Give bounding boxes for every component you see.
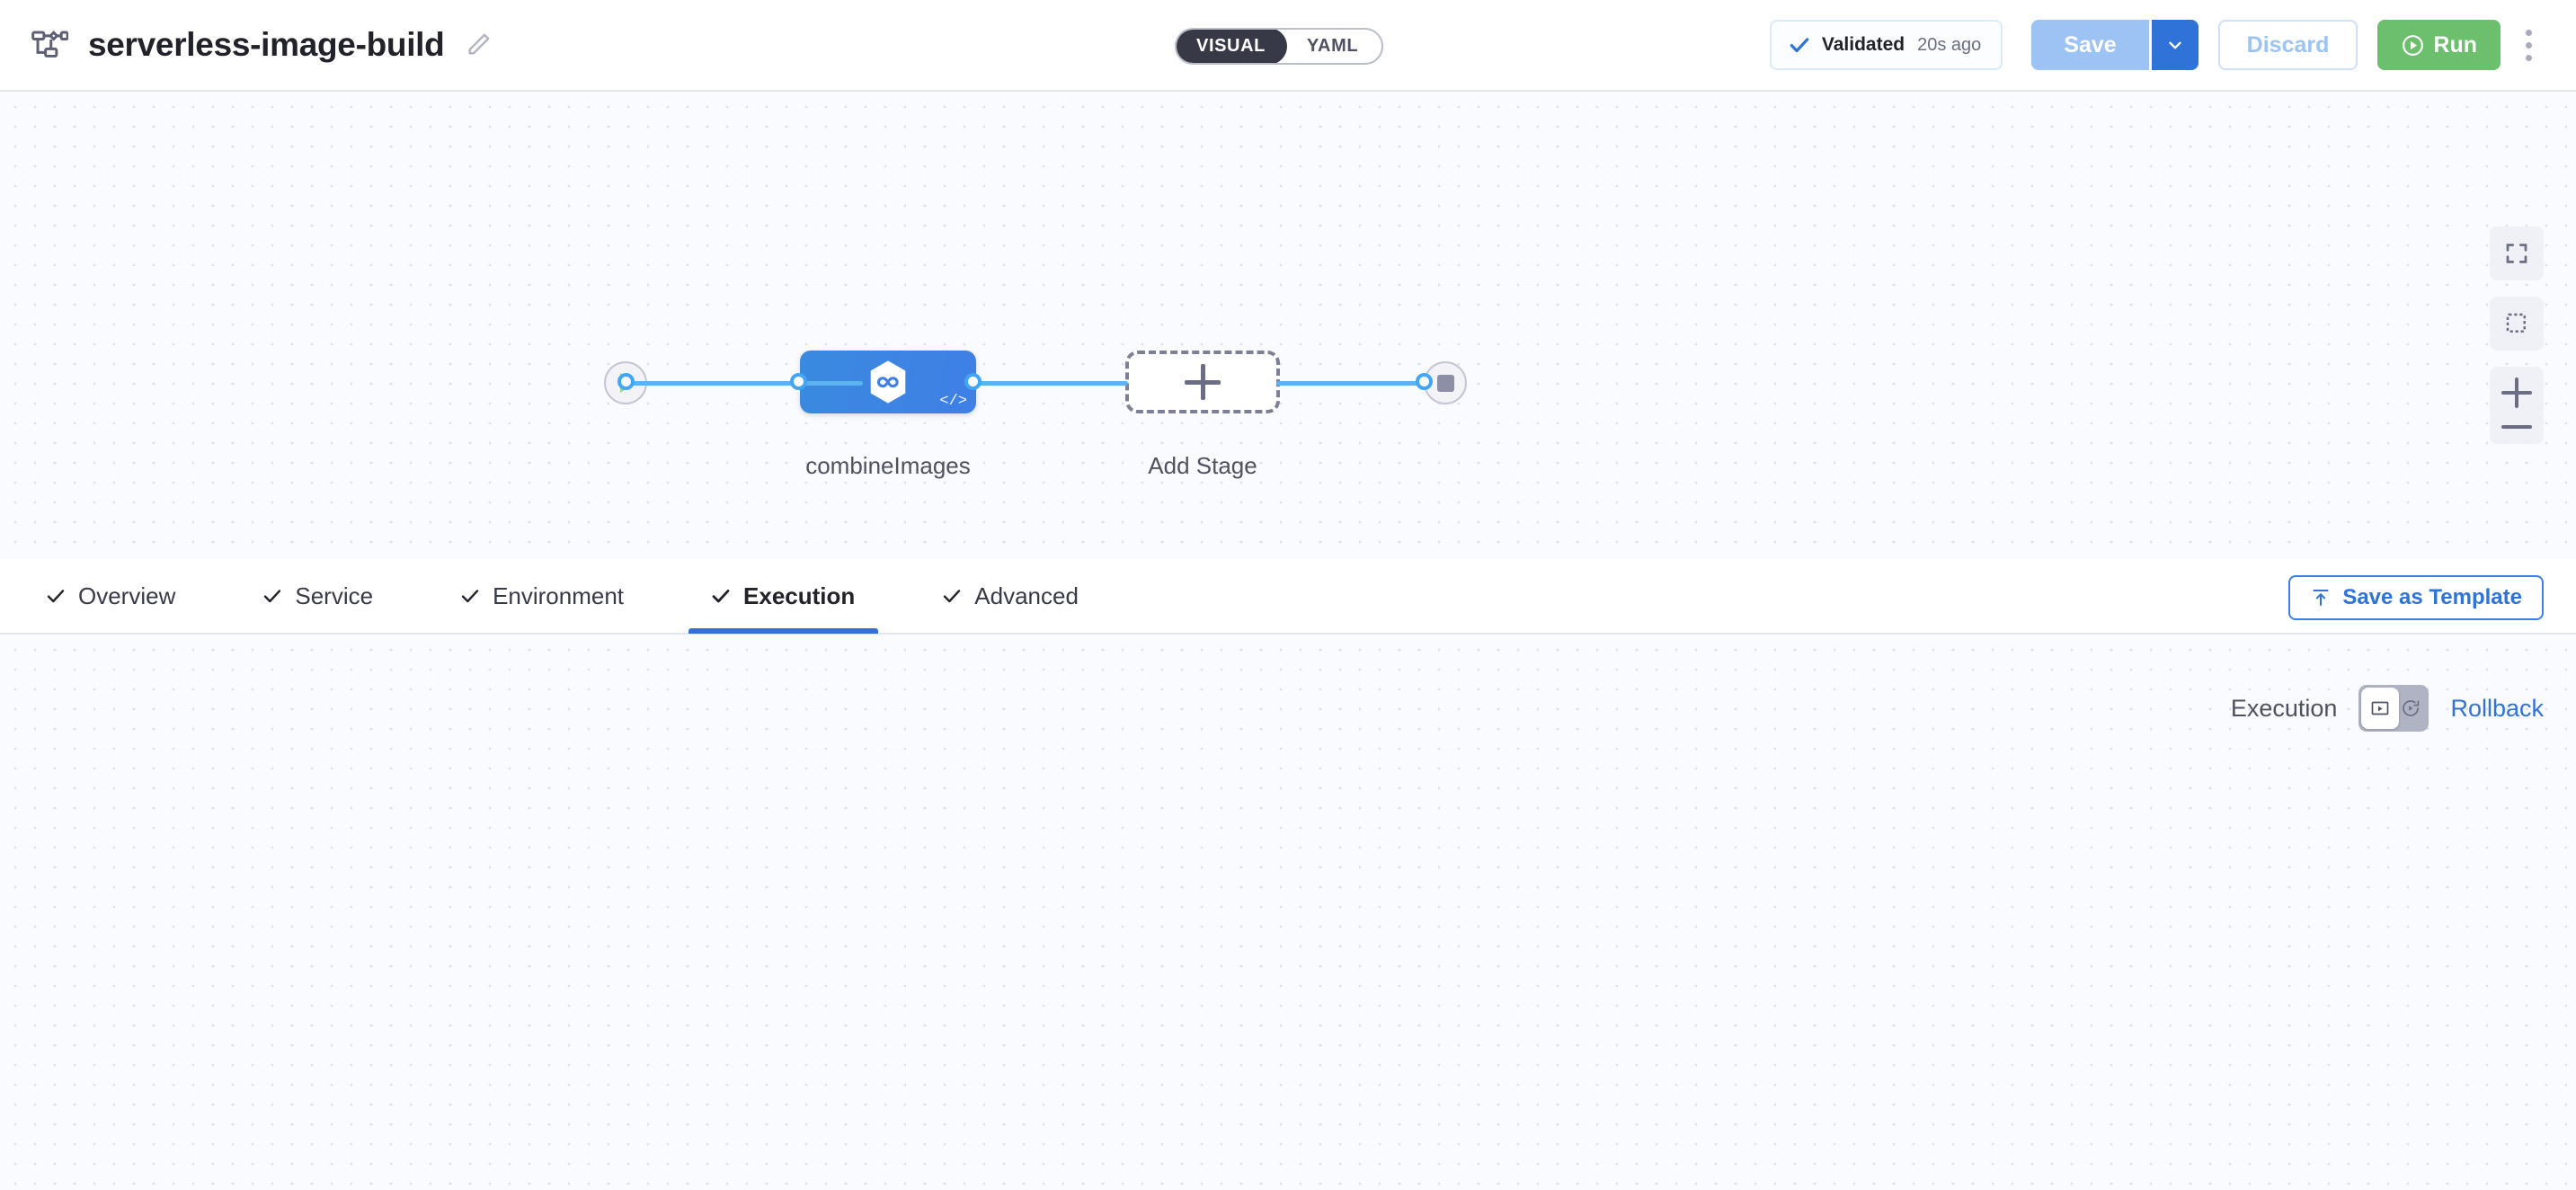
check-icon (710, 585, 732, 607)
execution-rollback-toggle[interactable] (2358, 685, 2429, 732)
pencil-edit-icon[interactable] (464, 31, 493, 59)
save-dropdown-button[interactable] (2151, 20, 2198, 70)
validated-label: Validated (1821, 34, 1905, 55)
code-badge-icon: </> (939, 393, 967, 410)
discard-button[interactable]: Discard (2217, 20, 2358, 70)
stage-link-start (629, 381, 863, 386)
port-stage-out[interactable] (964, 373, 982, 390)
fit-to-screen-button[interactable] (2490, 226, 2544, 280)
stop-icon (1424, 361, 1467, 404)
mode-option-visual[interactable]: VISUAL (1177, 30, 1287, 63)
check-icon (1788, 33, 1811, 57)
tab-overview[interactable]: Overview (40, 558, 209, 634)
validated-timestamp: 20s ago (1917, 34, 1982, 55)
save-as-template-label: Save as Template (2342, 585, 2522, 609)
execution-play-icon (2369, 697, 2391, 719)
app-header: serverless-image-build VISUAL YAML Valid… (0, 0, 2576, 92)
add-stage-label: Add Stage (1148, 452, 1257, 479)
tab-label: Advanced (974, 582, 1079, 609)
tab-label: Environment (493, 582, 625, 609)
pipeline-flow-icon (31, 26, 69, 64)
header-left-group: serverless-image-build (0, 26, 493, 64)
toggle-knob-execution[interactable] (2361, 688, 2400, 729)
stage-link-mid (966, 381, 1128, 386)
zoom-in-icon[interactable] (2501, 377, 2532, 408)
stage-label-combineimages: combineImages (805, 452, 971, 479)
pipeline-end-node[interactable] (1424, 361, 1467, 404)
tab-label: Service (295, 582, 374, 609)
plus-icon (1185, 364, 1221, 400)
selection-box-icon (2503, 310, 2530, 337)
page-title: serverless-image-build (88, 26, 445, 63)
save-button-group[interactable]: Save (2031, 20, 2198, 70)
add-stage-button[interactable] (1125, 351, 1280, 413)
rollback-icon[interactable] (2400, 697, 2421, 719)
tab-list: Overview Service Environment Execution A… (0, 558, 1159, 634)
tab-execution[interactable]: Execution (688, 558, 889, 634)
fit-to-screen-icon (2503, 240, 2530, 267)
check-icon (262, 585, 283, 607)
execution-mode-label: Execution (2230, 694, 2338, 722)
tab-service[interactable]: Service (256, 558, 407, 634)
save-as-template-button[interactable]: Save as Template (2288, 575, 2544, 620)
tab-environment[interactable]: Environment (454, 558, 658, 634)
play-circle-icon (2401, 33, 2425, 58)
selection-box-button[interactable] (2490, 297, 2544, 351)
zoom-out-icon[interactable] (2501, 422, 2532, 431)
check-icon (45, 585, 67, 607)
stage-node-combineimages[interactable]: </> (800, 351, 976, 413)
mode-option-yaml[interactable]: YAML (1306, 36, 1359, 56)
port-end-in[interactable] (1416, 373, 1433, 390)
execution-rollback-switcher: Execution Rollback (2231, 685, 2544, 732)
stage-config-tabbar: Overview Service Environment Execution A… (0, 559, 2576, 635)
kebab-menu-icon[interactable] (2504, 18, 2553, 72)
visual-yaml-toggle[interactable]: VISUAL YAML (1175, 28, 1384, 65)
port-start-out[interactable] (617, 373, 635, 390)
run-button[interactable]: Run (2377, 20, 2500, 70)
check-icon (941, 585, 963, 607)
stage-graph-canvas[interactable]: </> combineImages Add Stage (0, 92, 2576, 559)
canvas-controls (2490, 226, 2544, 444)
check-icon (459, 585, 481, 607)
tab-label: Overview (78, 582, 176, 609)
stage-link-end (1276, 381, 1429, 386)
port-stage-in[interactable] (790, 373, 807, 390)
upload-template-icon (2310, 587, 2332, 608)
header-actions: Validated 20s ago Save Discard Run (1769, 0, 2576, 90)
save-button[interactable]: Save (2031, 20, 2152, 70)
tab-advanced[interactable]: Advanced (936, 558, 1113, 634)
tab-label: Execution (743, 582, 856, 609)
chevron-down-icon (2165, 35, 2185, 55)
run-button-label: Run (2433, 31, 2477, 58)
execution-graph-canvas[interactable]: k8s-step-group </> (0, 635, 2576, 1190)
harness-cd-hexagon-icon (864, 358, 912, 406)
zoom-controls[interactable] (2490, 367, 2544, 444)
rollback-mode-label[interactable]: Rollback (2450, 694, 2544, 722)
status-badge-validated: Validated 20s ago (1769, 20, 2003, 70)
